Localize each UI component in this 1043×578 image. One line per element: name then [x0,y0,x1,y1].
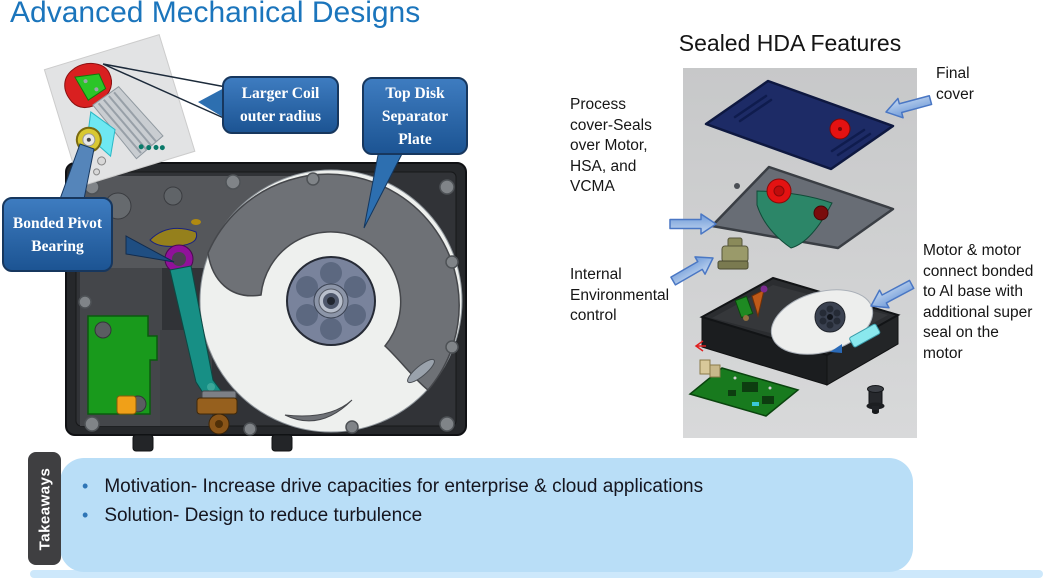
hdd-internal-illustration [65,162,467,452]
callout-bonded-pivot-label: Bonded Pivot Bearing [12,214,103,255]
pcb [87,315,158,415]
takeaway-item: Motivation- Increase drive capacities fo… [82,472,703,501]
arrow-process-cover-icon [669,213,717,235]
screws [78,172,459,436]
sealed-hda-title: Sealed HDA Features [678,30,902,56]
exploded-pcb [688,359,800,417]
arrow-motor-icon [870,279,915,309]
arrow-final-cover-icon [885,94,933,119]
callout-bonded-pivot: Bonded Pivot Bearing [2,197,113,272]
takeaway-item: Solution- Design to reduce turbulence [82,501,703,530]
spindle-hub [286,256,376,346]
base-part [694,276,901,386]
page-title: Advanced Mechanical Designs [10,0,421,29]
exploded-hda-illustration [669,68,933,438]
label-process-cover: Process cover-Seals over Motor, HSA, and… [570,96,652,195]
takeaways-tab: Takeaways [28,452,61,565]
slide-footer-bar [30,570,1043,578]
arrow-internal-env-icon [670,256,714,286]
label-internal-environmental: Internal Environmental control [570,266,670,324]
callout-larger-coil-label: Larger Coil outer radius [239,85,322,125]
screw-part [866,385,885,414]
final-cover-part [704,79,895,171]
label-final-cover: Final cover [936,65,974,103]
callout-larger-coil: Larger Coil outer radius [222,76,339,134]
top-disk-separator-plate [207,173,460,392]
head-ramp [196,390,238,435]
takeaways-tab-label: Takeaways [36,467,53,550]
label-motor-bond: Motor & motor connect bonded to Al base … [923,242,1034,362]
takeaways-list: Motivation- Increase drive capacities fo… [82,472,703,530]
environmental-control-part [717,237,749,270]
callout-top-disk-label: Top Disk Separator Plate [381,84,449,148]
callout-top-disk-separator: Top Disk Separator Plate [362,77,468,155]
process-cover-part [710,165,895,250]
